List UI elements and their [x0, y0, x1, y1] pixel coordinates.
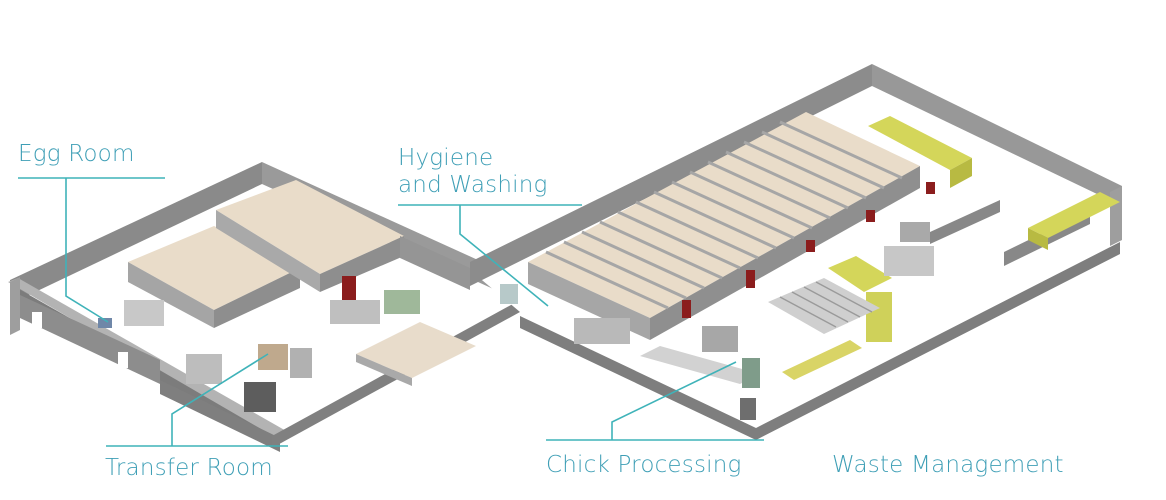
sorting-grid	[779, 281, 873, 328]
egg-room-label: Egg Room	[18, 141, 135, 167]
incubator-side	[320, 236, 404, 292]
waste-management-label: Waste Management	[832, 452, 1064, 478]
right-back-right-wall	[872, 64, 1122, 206]
stacked-boxes-side	[356, 354, 412, 386]
left-lower-wall	[160, 380, 280, 452]
door	[806, 240, 815, 252]
incubator-roof	[216, 180, 404, 274]
processing-conveyor	[640, 346, 760, 384]
right-front-wall	[520, 242, 1120, 440]
incubator-side	[214, 268, 300, 328]
egg-cart	[98, 318, 112, 328]
chick-sorting-table	[768, 278, 880, 334]
left-window-2	[118, 352, 128, 368]
washing-line	[574, 318, 630, 344]
chick-processing-label: Chick Processing	[546, 452, 742, 478]
left-hall-equipment	[98, 290, 476, 412]
right-back-wall	[470, 64, 872, 286]
tray-line	[330, 300, 380, 324]
waste-bins-right-side	[1028, 228, 1048, 250]
waste-bins-back-side	[950, 158, 972, 188]
processing-equipment	[500, 222, 934, 420]
right-end-wall	[1110, 186, 1122, 246]
washer-unit	[900, 222, 930, 242]
tray-racks	[884, 246, 934, 276]
transfer-station	[244, 382, 276, 412]
door	[342, 276, 356, 300]
door	[866, 210, 875, 222]
waste-bins-back	[868, 116, 972, 170]
trolley-rack	[186, 354, 222, 384]
separator	[740, 398, 756, 420]
transfer-leader-rise	[171, 353, 269, 446]
left-end-wall	[10, 277, 20, 335]
door	[682, 300, 691, 318]
leader-lines	[18, 177, 764, 447]
door	[926, 182, 935, 194]
left-back-wall	[10, 162, 262, 304]
left-incubator-block-2	[216, 180, 404, 300]
hatcher-roof	[528, 112, 920, 318]
chick-station	[702, 326, 738, 352]
hygiene-label-line-2: and Washing	[398, 172, 548, 198]
chick-leader-rise	[611, 361, 737, 440]
candling-unit	[384, 290, 420, 314]
incubator-front	[216, 210, 320, 292]
middle-connector-wall	[400, 236, 470, 290]
hygiene-leader-drop	[459, 205, 549, 307]
hygiene-label-line-1: Hygiene	[398, 145, 494, 171]
hygiene-and-washing-label: Hygiene and Washing	[398, 145, 547, 199]
rack	[290, 348, 312, 378]
egg-room-leader-drop	[65, 178, 109, 323]
right-inner-wall-b	[930, 200, 1000, 244]
door	[746, 270, 755, 288]
chick-conveyor	[782, 340, 862, 380]
hatcher-side	[650, 166, 920, 340]
hatcher-block	[528, 112, 935, 340]
incubator-front	[128, 262, 214, 328]
packing-tower	[866, 292, 892, 342]
stacked-boxes	[356, 322, 476, 378]
hatcher-dividers	[545, 120, 903, 310]
vaccination-unit	[742, 358, 760, 388]
transfer-room-label: Transfer Room	[105, 455, 273, 481]
yellow-equipment	[782, 116, 1120, 380]
chick-counter	[828, 256, 892, 292]
egg-trolley	[124, 300, 164, 326]
left-window	[32, 312, 42, 328]
waste-bins-right	[1028, 192, 1120, 238]
hygiene-unit	[500, 284, 518, 304]
